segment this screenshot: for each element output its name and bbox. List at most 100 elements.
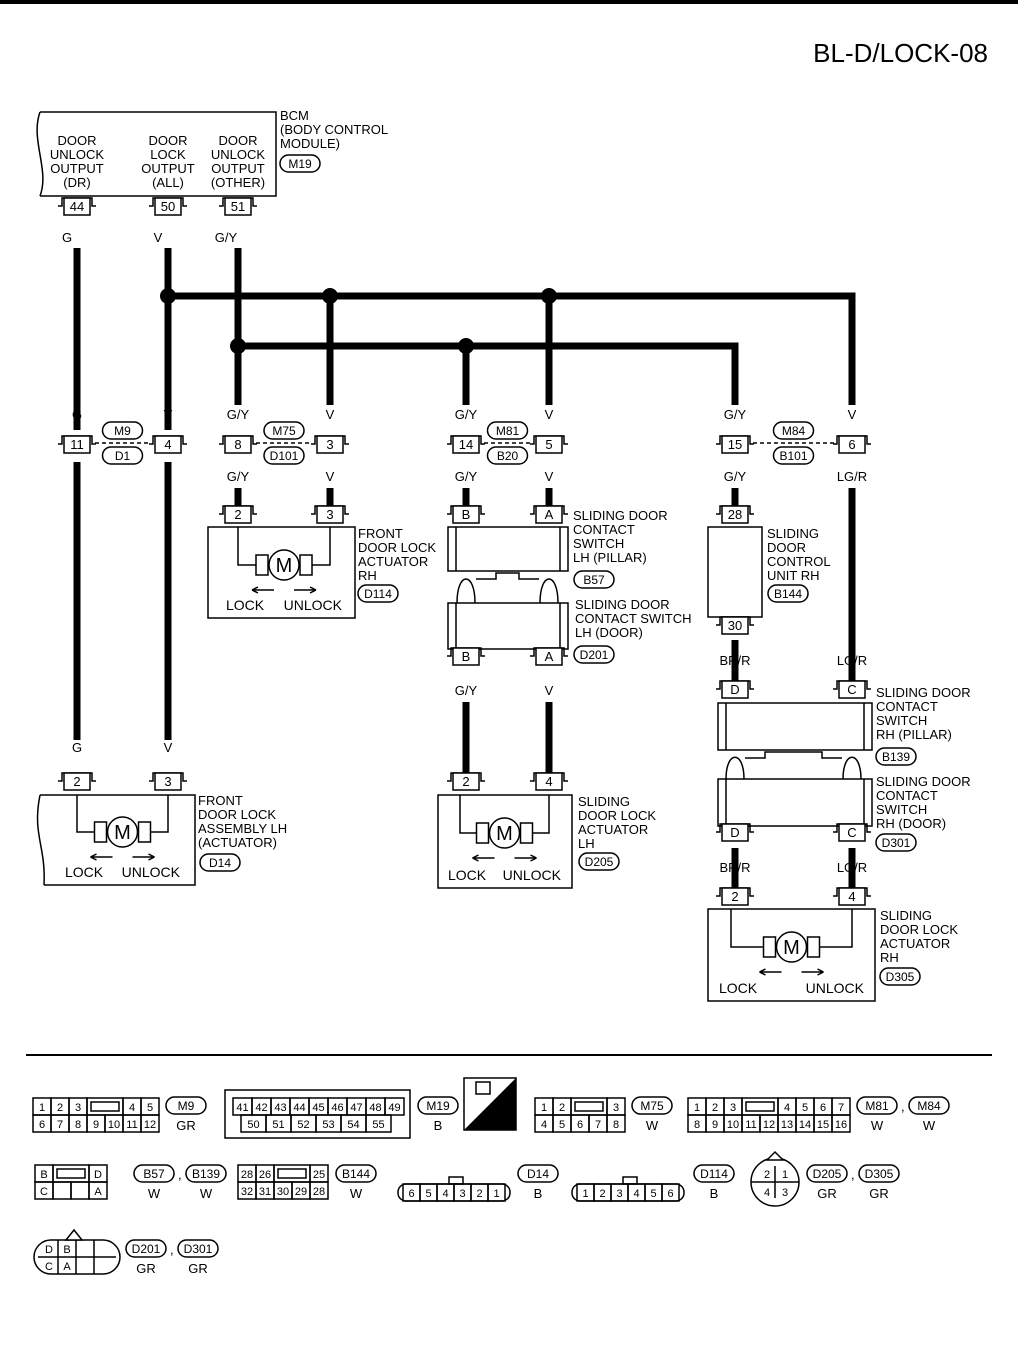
connector-color: B bbox=[534, 1186, 543, 1201]
pin: 8 bbox=[219, 435, 257, 454]
component-label: ACTUATOR bbox=[358, 554, 428, 569]
connector-id-text: B144 bbox=[342, 1167, 370, 1181]
pin-number: 5 bbox=[545, 437, 552, 452]
connector-shell bbox=[224, 1089, 411, 1139]
connector-id-text: B139 bbox=[882, 750, 910, 764]
pin: A bbox=[530, 647, 568, 666]
connector-id-text: M75 bbox=[640, 1099, 664, 1113]
component-label: SWITCH bbox=[876, 713, 927, 728]
pin-box bbox=[452, 647, 480, 666]
cavity-number: 1 bbox=[541, 1102, 547, 1114]
connector-oval bbox=[772, 421, 815, 440]
pin: 2 bbox=[219, 505, 257, 524]
separator: , bbox=[901, 1099, 905, 1114]
actuator-wiring bbox=[459, 795, 550, 834]
connector-id: B139 bbox=[875, 747, 917, 766]
connector-id-text: D114 bbox=[700, 1167, 728, 1181]
latch bbox=[745, 1101, 775, 1112]
connector-id: M19 bbox=[279, 154, 321, 173]
connector-id-text: D305 bbox=[865, 1167, 894, 1181]
component-label: DOOR bbox=[767, 540, 806, 555]
connector-color: GR bbox=[188, 1261, 208, 1276]
pin-box bbox=[721, 887, 749, 906]
cavity-number: B bbox=[40, 1169, 47, 1181]
cavity bbox=[365, 1114, 392, 1133]
pin-box bbox=[154, 772, 182, 791]
actuator-body bbox=[437, 794, 573, 889]
cavity-number: 3 bbox=[459, 1188, 465, 1200]
cavity-number: 13 bbox=[781, 1119, 793, 1131]
cavity-number: 10 bbox=[108, 1119, 120, 1131]
pin-box bbox=[63, 772, 91, 791]
cavity-number: 25 bbox=[313, 1169, 325, 1181]
connector-oval bbox=[875, 747, 917, 766]
wire-v-bus bbox=[168, 292, 856, 405]
cavity-number: D bbox=[94, 1169, 102, 1181]
pin: 2 bbox=[716, 887, 754, 906]
connector-color: GR bbox=[176, 1118, 196, 1133]
pin: 2 bbox=[447, 772, 485, 791]
connector-id-text: D301 bbox=[184, 1242, 213, 1256]
wire-color: V bbox=[545, 469, 554, 484]
unlock-label: UNLOCK bbox=[284, 597, 343, 613]
lock-label: LOCK bbox=[226, 597, 265, 613]
cavity bbox=[70, 1181, 90, 1200]
component-label: SWITCH bbox=[573, 536, 624, 551]
pin-number: D bbox=[730, 825, 739, 840]
pin-box bbox=[838, 435, 866, 454]
cavity-number: 4 bbox=[784, 1102, 790, 1114]
cavity-number: 3 bbox=[616, 1188, 622, 1200]
pin-number: 3 bbox=[164, 774, 171, 789]
connector-id: B57 bbox=[573, 570, 615, 589]
connector-id-text: M84 bbox=[782, 424, 806, 438]
connector-oval bbox=[133, 1164, 175, 1183]
pin-box bbox=[838, 680, 866, 699]
pin-number: 30 bbox=[728, 618, 742, 633]
wire-color: V bbox=[326, 469, 335, 484]
cavity bbox=[140, 1114, 160, 1133]
connector-oval bbox=[165, 1096, 207, 1115]
cavity-number: 12 bbox=[763, 1119, 775, 1131]
cavity-number: 5 bbox=[147, 1102, 153, 1114]
pin: 4 bbox=[149, 435, 187, 454]
connector-oval bbox=[125, 1239, 167, 1258]
component-label: (OTHER) bbox=[211, 175, 265, 190]
pin-box bbox=[452, 435, 480, 454]
cavity-number: 28 bbox=[241, 1169, 253, 1181]
hs-icon bbox=[475, 1081, 491, 1095]
connector-id: D114 bbox=[357, 584, 399, 603]
pin: 5 bbox=[530, 435, 568, 454]
connector-oval bbox=[806, 1164, 848, 1183]
cavity bbox=[606, 1114, 626, 1133]
pin-number: 6 bbox=[848, 437, 855, 452]
pin: D bbox=[716, 680, 754, 699]
connector-oval bbox=[631, 1096, 673, 1115]
splice-dot bbox=[322, 288, 338, 304]
component-label: (ALL) bbox=[152, 175, 184, 190]
pin: D bbox=[716, 823, 754, 842]
connector-oval bbox=[279, 154, 321, 173]
connector-oval bbox=[417, 1096, 459, 1115]
cavity-number: D bbox=[45, 1244, 53, 1256]
component-label: SLIDING DOOR bbox=[876, 774, 971, 789]
connector-oval bbox=[199, 853, 241, 872]
motor-label: M bbox=[276, 555, 293, 577]
actuator-break bbox=[36, 794, 45, 886]
cavity-number: 5 bbox=[650, 1188, 656, 1200]
cavity-number: 3 bbox=[75, 1102, 81, 1114]
switch-link bbox=[476, 572, 539, 580]
component-label: OUTPUT bbox=[211, 161, 265, 176]
actuator-wiring bbox=[237, 527, 331, 566]
pin-box bbox=[452, 772, 480, 791]
cavity-number: 4 bbox=[541, 1119, 547, 1131]
motor-brush bbox=[519, 822, 534, 844]
splice-dot bbox=[541, 288, 557, 304]
unlock-arrow-icon bbox=[801, 968, 824, 976]
cavity-number: 29 bbox=[295, 1186, 307, 1198]
cavity-number: C bbox=[45, 1261, 53, 1273]
component-label: ASSEMBLY LH bbox=[198, 821, 287, 836]
cavity-number: 7 bbox=[838, 1102, 844, 1114]
component-label: DOOR LOCK bbox=[578, 808, 656, 823]
